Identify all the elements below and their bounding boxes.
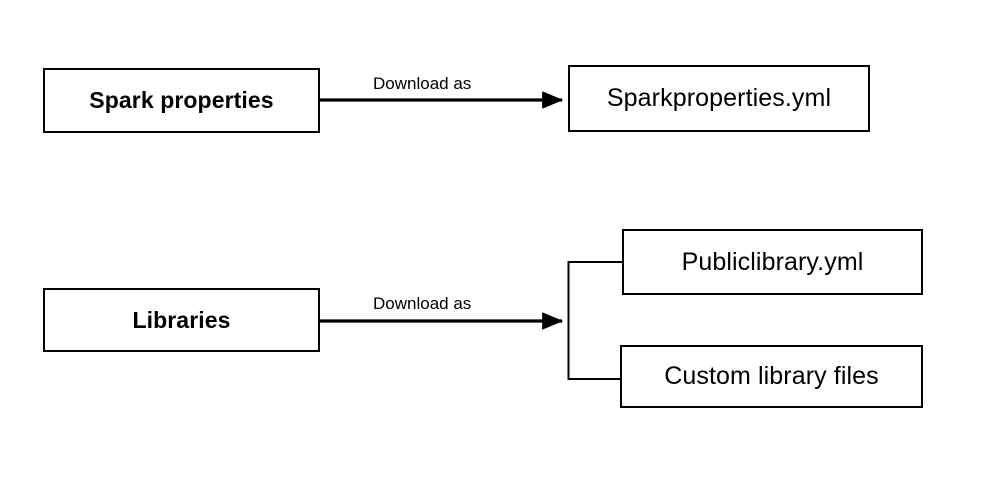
edge-label-libraries-download-as: Download as xyxy=(373,294,472,313)
node-spark-properties-label: Spark properties xyxy=(89,87,274,114)
node-sparkproperties-yml[interactable]: Sparkproperties.yml xyxy=(568,65,870,132)
edge-label-spark-download-as: Download as xyxy=(373,74,472,93)
node-spark-properties[interactable]: Spark properties xyxy=(43,68,320,133)
node-libraries[interactable]: Libraries xyxy=(43,288,320,352)
node-publiclibrary-yml-label: Publiclibrary.yml xyxy=(681,247,864,276)
node-publiclibrary-yml[interactable]: Publiclibrary.yml xyxy=(622,229,923,295)
node-sparkproperties-yml-label: Sparkproperties.yml xyxy=(606,84,832,113)
node-custom-library-files-label: Custom library files xyxy=(664,362,879,391)
node-libraries-label: Libraries xyxy=(132,306,231,333)
node-custom-library-files[interactable]: Custom library files xyxy=(620,345,923,408)
